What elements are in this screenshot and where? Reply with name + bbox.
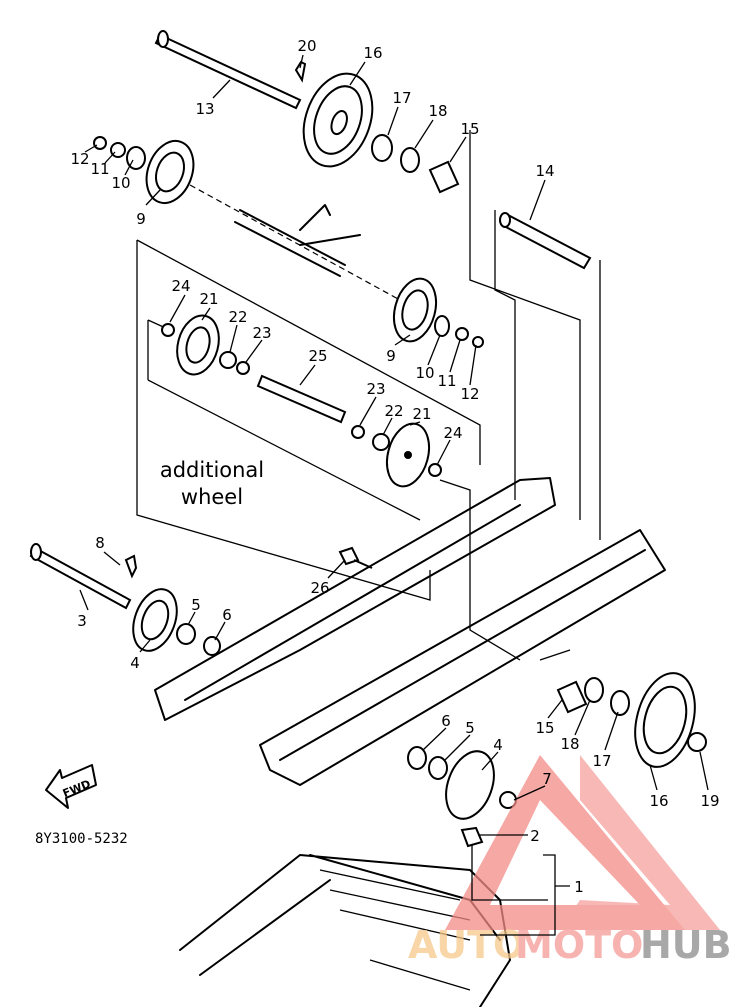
callout: 14 — [535, 162, 554, 180]
wheel-4-right — [445, 750, 495, 820]
callout: 6 — [222, 606, 232, 624]
callout-labels: 20 16 13 17 18 15 12 11 10 9 14 24 21 22… — [70, 37, 719, 896]
cross-shaft — [234, 204, 361, 277]
assembly-guide-lines — [469, 130, 601, 540]
cap-19 — [687, 732, 707, 752]
watermark-hub: HUB — [640, 923, 731, 967]
nut-12-right — [472, 336, 484, 348]
callout: 12 — [460, 385, 479, 403]
callout: 8 — [95, 534, 105, 552]
bearing-5-right — [428, 756, 448, 780]
callout: 2 — [530, 827, 540, 845]
callout: 23 — [366, 380, 385, 398]
slide-rail-right — [259, 529, 666, 786]
pin-20 — [294, 60, 307, 83]
wheel-21-left — [176, 314, 220, 376]
callout: 10 — [415, 364, 434, 382]
bearing-17-lower — [610, 690, 630, 716]
nut-12 — [93, 136, 107, 150]
callout: 16 — [363, 44, 382, 62]
collar-6-right — [407, 746, 427, 770]
callout: 1 — [574, 878, 584, 896]
fwd-arrow-icon: FWD — [45, 764, 97, 809]
callout: 11 — [90, 160, 109, 178]
bearing-22-left — [219, 351, 237, 369]
callout: 15 — [460, 120, 479, 138]
watermark-auto: AUTO — [408, 923, 525, 967]
watermark-moto: MOTO — [515, 923, 643, 967]
callout: 17 — [392, 89, 411, 107]
callout: 24 — [171, 277, 190, 295]
callout: 11 — [437, 372, 456, 390]
shaft-13 — [154, 30, 302, 110]
wheel-16-top — [302, 72, 374, 168]
collar-15-lower — [556, 680, 588, 714]
callout: 22 — [384, 402, 403, 420]
bolt-26 — [338, 546, 373, 569]
shaft-14 — [499, 212, 592, 270]
collar-23-left — [236, 361, 250, 375]
shaft-3 — [29, 543, 132, 610]
wheel-21-right — [385, 422, 431, 488]
callout: 15 — [535, 719, 554, 737]
additional-wheel-box — [136, 239, 481, 601]
callout: 4 — [130, 654, 140, 672]
callout: 9 — [136, 210, 146, 228]
nut-24-left — [161, 323, 175, 337]
callout: 7 — [542, 770, 552, 788]
sleeve-15-top — [428, 160, 460, 194]
bearing-22-right — [372, 433, 390, 451]
collar-18-lower — [584, 677, 604, 703]
callout: 3 — [77, 612, 87, 630]
bearing-10-right — [434, 315, 450, 337]
callout: 17 — [592, 752, 611, 770]
bearing-17-top — [371, 134, 393, 162]
callout: 4 — [493, 736, 503, 754]
callout: 22 — [228, 308, 247, 326]
part-number: 8Y3100-5232 — [35, 831, 128, 847]
callout: 16 — [649, 792, 668, 810]
callout: 12 — [70, 150, 89, 168]
callout: 13 — [195, 100, 214, 118]
washer-11-right — [455, 327, 469, 341]
wheel-4-left — [132, 588, 178, 652]
callout: 9 — [386, 347, 396, 365]
callout: 18 — [428, 102, 447, 120]
callout: 25 — [308, 347, 327, 365]
callout: 19 — [700, 792, 719, 810]
alignment-line — [189, 184, 401, 301]
callout: 18 — [560, 735, 579, 753]
slide-rail-left — [154, 477, 556, 721]
wheel-9-left — [145, 140, 195, 204]
callout: 21 — [199, 290, 218, 308]
wheel-16-lower — [634, 672, 696, 768]
additional-wheel-label: additional — [160, 458, 264, 482]
collar-23-right — [351, 425, 365, 439]
automotohub-watermark-logo: AUTO MOTO HUB — [408, 755, 731, 967]
bearing-5-left — [176, 623, 196, 645]
nut-24-right — [428, 463, 442, 477]
collar-18-top — [400, 147, 420, 173]
additional-wheel-label: wheel — [181, 485, 243, 509]
callout: 6 — [441, 712, 451, 730]
callout: 24 — [443, 424, 462, 442]
leader-lines — [79, 54, 709, 936]
callout: 21 — [412, 405, 431, 423]
callout: 26 — [310, 579, 329, 597]
wheel-9-right — [392, 277, 438, 343]
callout: 10 — [111, 174, 130, 192]
fwd-label: FWD — [61, 777, 93, 800]
clip-2 — [460, 826, 484, 848]
axle-25 — [256, 374, 347, 424]
collar-6-left — [203, 636, 221, 656]
pin-8 — [124, 554, 138, 579]
callout: 5 — [191, 596, 201, 614]
callout: 20 — [297, 37, 316, 55]
track-cleats — [319, 869, 471, 991]
assembly-guide-lines — [439, 479, 571, 661]
callout: 23 — [252, 324, 271, 342]
callout: 5 — [465, 719, 475, 737]
